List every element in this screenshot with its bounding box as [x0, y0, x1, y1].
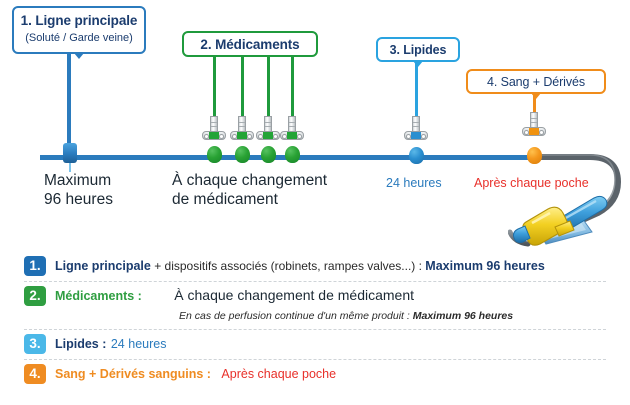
caption-ligne-principale: Maximum 96 heures — [44, 172, 113, 210]
port-main-line — [63, 143, 77, 163]
callout-lipides: 3. Lipides — [376, 37, 460, 62]
legend-badge-3: 3. — [24, 334, 46, 354]
caption-lipides: 24 heures — [386, 176, 442, 190]
legend-body: Ligne principale + dispositifs associés … — [55, 256, 606, 275]
tube-main-vertical — [67, 52, 71, 152]
legend-badge-2: 2. — [24, 286, 46, 306]
stopcock-stem — [412, 116, 420, 132]
legend-name-3: Lipides : — [55, 337, 107, 351]
callout-blood-notch — [531, 93, 541, 99]
legend-line: Médicaments : À chaque changement de méd… — [55, 287, 606, 305]
callout-lip-notch — [413, 61, 423, 67]
legend-row: 2. Médicaments : À chaque changement de … — [24, 282, 606, 330]
legend-name-2: Médicaments : — [55, 289, 142, 303]
stopcock-stem — [210, 116, 218, 132]
legend-line: Lipides : 24 heures — [55, 335, 606, 353]
tube-med-4 — [291, 56, 294, 128]
legend-line: Sang + Dérivés sanguins : Après chaque p… — [55, 365, 606, 383]
stopcock-stem — [238, 116, 246, 132]
caption-med-line2: de médicament — [172, 190, 278, 208]
legend-note-strong-2: Maximum 96 heures — [412, 310, 514, 322]
legend-body: Lipides : 24 heures — [55, 334, 606, 353]
stopcock-band — [411, 132, 421, 139]
legend-badge-4: 4. — [24, 364, 46, 384]
callout-blood-title: 4. Sang + Dérivés — [486, 75, 585, 89]
tube-med-1 — [213, 56, 216, 128]
caption-main-line2: 96 heures — [44, 190, 113, 208]
stopcock-stem — [288, 116, 296, 132]
callout-lip-title: 3. Lipides — [389, 43, 447, 57]
port-med-4 — [285, 146, 300, 163]
stopcock-band — [237, 132, 247, 139]
port-med-2 — [235, 146, 250, 163]
callout-ligne-principale: 1. Ligne principale (Soluté / Garde vein… — [12, 6, 146, 54]
caption-sang: Après chaque poche — [474, 176, 589, 190]
legend-body: Médicaments : À chaque changement de méd… — [55, 286, 606, 324]
port-main-spur — [69, 160, 71, 172]
legend-row: 3. Lipides : 24 heures — [24, 330, 606, 360]
caption-medicaments: À chaque changement de médicament — [172, 172, 327, 210]
legend-body: Sang + Dérivés sanguins : Après chaque p… — [55, 364, 606, 383]
stopcock-band — [287, 132, 297, 139]
caption-main-line1: Maximum — [44, 172, 112, 189]
stopcock-stem — [530, 112, 538, 128]
port-lipides — [409, 147, 424, 164]
legend: 1. Ligne principale + dispositifs associ… — [24, 252, 606, 389]
legend-value-3: 24 heures — [110, 337, 167, 351]
callout-main-notch — [74, 53, 84, 59]
stopcock-band — [529, 128, 539, 135]
callout-med-title: 2. Médicaments — [200, 37, 300, 52]
legend-row: 1. Ligne principale + dispositifs associ… — [24, 252, 606, 282]
callout-medicaments: 2. Médicaments — [182, 31, 318, 57]
legend-value-1: Maximum 96 heures — [425, 259, 545, 273]
legend-name-4: Sang + Dérivés sanguins : — [55, 367, 211, 381]
tube-med-2 — [241, 56, 244, 128]
callout-main-title: 1. Ligne principale — [20, 13, 138, 28]
port-med-3 — [261, 146, 276, 163]
tube-med-3 — [267, 56, 270, 128]
tube-lipides — [415, 61, 418, 127]
callout-main-subtitle: (Soluté / Garde veine) — [25, 31, 133, 44]
legend-value-4: Après chaque poche — [221, 367, 337, 381]
port-sang — [527, 147, 542, 164]
legend-line: Ligne principale + dispositifs associés … — [55, 257, 606, 275]
port-med-1 — [207, 146, 222, 163]
stopcock-stem — [264, 116, 272, 132]
stopcock-band — [209, 132, 219, 139]
catheter-connector-illustration — [508, 195, 608, 247]
callout-sang-derives: 4. Sang + Dérivés — [466, 69, 606, 94]
legend-row: 4. Sang + Dérivés sanguins : Après chaqu… — [24, 360, 606, 389]
caption-med-line1: À chaque changement — [172, 172, 328, 189]
stopcock-band — [263, 132, 273, 139]
legend-subline: En cas de perfusion continue d'un même p… — [55, 306, 606, 324]
legend-value-2: À chaque changement de médicament — [174, 287, 415, 303]
legend-plain-1: + dispositifs associés (robinets, rampes… — [150, 259, 426, 273]
legend-badge-1: 1. — [24, 256, 46, 276]
tube-sang — [533, 93, 536, 127]
legend-name-1: Ligne principale — [55, 259, 151, 273]
legend-note-prefix-2: En cas de perfusion continue d'un même p… — [179, 310, 413, 322]
